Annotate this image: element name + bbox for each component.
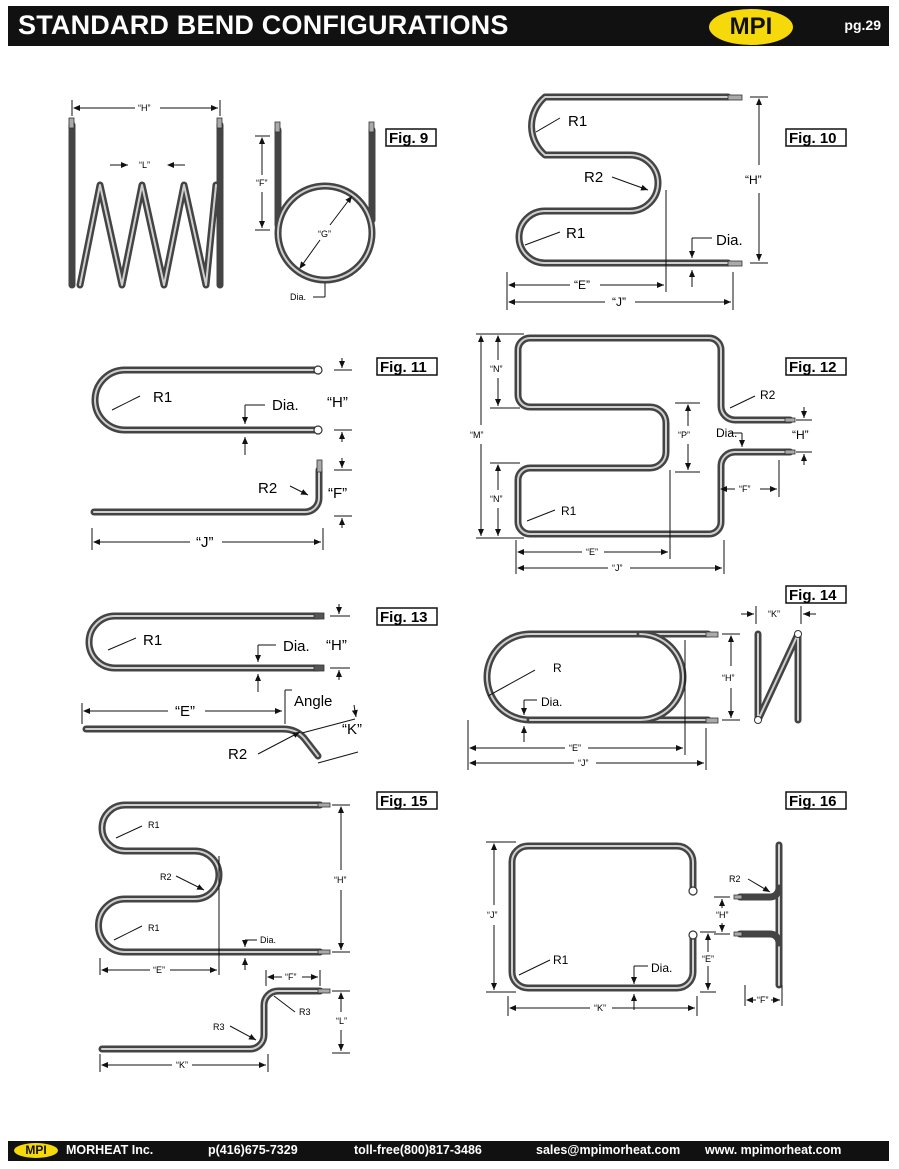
fig16-dim-j: “J” xyxy=(487,910,498,920)
fig9-label: Fig. 9 xyxy=(389,130,428,147)
fig15-dim-l: “L” xyxy=(336,1016,347,1026)
fig9-dim-h: “H” xyxy=(138,103,151,113)
fig13-dim-angle: Angle xyxy=(294,693,332,710)
figure-16: “J” R2 “H” R1 Dia. “E” “K” “F” xyxy=(486,791,847,1016)
fig14-dim-j: “J” xyxy=(578,758,589,768)
fig15-dim-h: “H” xyxy=(334,875,347,885)
fig15-dim-k: “K” xyxy=(176,1060,188,1070)
figure-12: “N” “M” “N” “P” R2 Dia. “H” “F” R1 “E” xyxy=(470,333,847,574)
fig11-dim-j: “J” xyxy=(196,534,214,551)
fig10-dim-r1b: R1 xyxy=(566,225,585,242)
fig16-dim-f: “F” xyxy=(757,995,769,1005)
footer-phone: p(416)675-7329 xyxy=(208,1143,298,1157)
figure-9: “H” “L” “F” “G” Dia. Fig. 9 xyxy=(68,100,437,302)
fig16-dim-dia: Dia. xyxy=(651,961,672,975)
fig12-dim-dia: Dia. xyxy=(716,426,737,440)
fig14-dim-e: “E” xyxy=(569,743,581,753)
figure-15: R1 R2 “H” R1 Dia. “E” “F” R3 “L” R xyxy=(95,791,438,1072)
footer-website: www. mpimorheat.com xyxy=(705,1143,842,1157)
fig14-dim-dia: Dia. xyxy=(541,695,562,709)
figure-10: R1 R2 R1 “H” Dia. “E” “J” Fig. 10 xyxy=(506,93,847,310)
fig9-dim-f: “F” xyxy=(256,178,268,188)
fig10-dim-h: “H” xyxy=(745,173,762,187)
fig12-dim-r2: R2 xyxy=(760,388,776,402)
page-header: STANDARD BEND CONFIGURATIONS MPI pg.29 xyxy=(8,6,889,46)
fig13-dim-e: “E” xyxy=(175,703,195,720)
fig14-dim-r: R xyxy=(553,661,562,675)
fig12-dim-h: “H” xyxy=(792,428,809,442)
fig12-label: Fig. 12 xyxy=(789,359,837,376)
fig16-dim-h: “H” xyxy=(716,910,729,920)
footer-company: MORHEAT Inc. xyxy=(66,1143,154,1157)
fig15-dim-r3a: R3 xyxy=(299,1007,311,1017)
fig13-dim-r1: R1 xyxy=(143,632,162,649)
fig13-label: Fig. 13 xyxy=(380,609,428,626)
fig11-dim-h: “H” xyxy=(327,394,348,411)
fig15-dim-dia: Dia. xyxy=(260,935,276,945)
footer-email: sales@mpimorheat.com xyxy=(536,1143,681,1157)
fig13-dim-dia: Dia. xyxy=(283,638,310,655)
fig11-dim-f: “F” xyxy=(328,485,347,502)
fig9-dim-l: “L” xyxy=(139,160,150,170)
fig15-dim-r1a: R1 xyxy=(148,820,160,830)
fig14-dim-k: “K” xyxy=(768,609,780,619)
fig15-dim-r3b: R3 xyxy=(213,1022,225,1032)
fig15-dim-r2: R2 xyxy=(160,872,172,882)
fig12-dim-j: “J” xyxy=(612,563,623,573)
fig9-dim-g: “G” xyxy=(318,229,331,239)
page-footer: MPI MORHEAT Inc. p(416)675-7329 toll-fre… xyxy=(8,1141,889,1161)
fig13-dim-h: “H” xyxy=(326,637,347,654)
fig12-dim-p: “P” xyxy=(678,430,690,440)
fig16-dim-k: “K” xyxy=(594,1003,606,1013)
fig12-dim-r1: R1 xyxy=(561,504,577,518)
fig15-label: Fig. 15 xyxy=(380,793,428,810)
page-title: STANDARD BEND CONFIGURATIONS xyxy=(18,10,509,40)
footer-tollfree: toll-free(800)817-3486 xyxy=(354,1143,482,1157)
fig16-dim-r2: R2 xyxy=(729,874,741,884)
figure-11: R1 Dia. “H” R2 “F” “J” Fig. 11 xyxy=(90,357,438,551)
fig10-dim-e: “E” xyxy=(574,278,590,292)
fig12-dim-n1: “N” xyxy=(490,364,503,374)
fig16-label: Fig. 16 xyxy=(789,793,837,810)
figure-13: R1 Dia. “H” “E” Angle “K” R2 Fig. 13 xyxy=(81,604,438,764)
page-number: pg.29 xyxy=(844,17,881,33)
fig14-dim-h: “H” xyxy=(722,673,735,683)
fig10-dim-r1a: R1 xyxy=(568,113,587,130)
fig10-dim-r2: R2 xyxy=(584,169,603,186)
fig12-dim-e: “E” xyxy=(586,547,598,557)
mpi-logo: MPI xyxy=(708,8,794,46)
fig12-dim-m: “M” xyxy=(470,430,484,440)
fig12-dim-f: “F” xyxy=(739,484,751,494)
fig16-dim-r1: R1 xyxy=(553,953,569,967)
fig15-dim-r1b: R1 xyxy=(148,923,160,933)
fig15-dim-f: “F” xyxy=(285,972,297,982)
fig11-label: Fig. 11 xyxy=(380,359,427,376)
fig14-label: Fig. 14 xyxy=(789,587,837,604)
fig10-dim-j: “J” xyxy=(612,295,626,309)
fig13-dim-r2: R2 xyxy=(228,746,247,763)
fig10-dim-dia: Dia. xyxy=(716,232,743,249)
figure-14: R Dia. “H” “K” “E” “J” Fig. 14 xyxy=(467,585,847,770)
fig16-dim-e: “E” xyxy=(702,954,714,964)
fig10-label: Fig. 10 xyxy=(789,130,837,147)
footer-mpi-logo: MPI xyxy=(14,1143,58,1158)
fig11-dim-dia: Dia. xyxy=(272,397,299,414)
fig12-dim-n2: “N” xyxy=(490,494,503,504)
fig9-dim-dia: Dia. xyxy=(290,292,306,302)
fig15-dim-e: “E” xyxy=(153,965,165,975)
fig11-dim-r1: R1 xyxy=(153,389,172,406)
fig13-dim-k: “K” xyxy=(342,721,362,738)
fig11-dim-r2: R2 xyxy=(258,480,277,497)
